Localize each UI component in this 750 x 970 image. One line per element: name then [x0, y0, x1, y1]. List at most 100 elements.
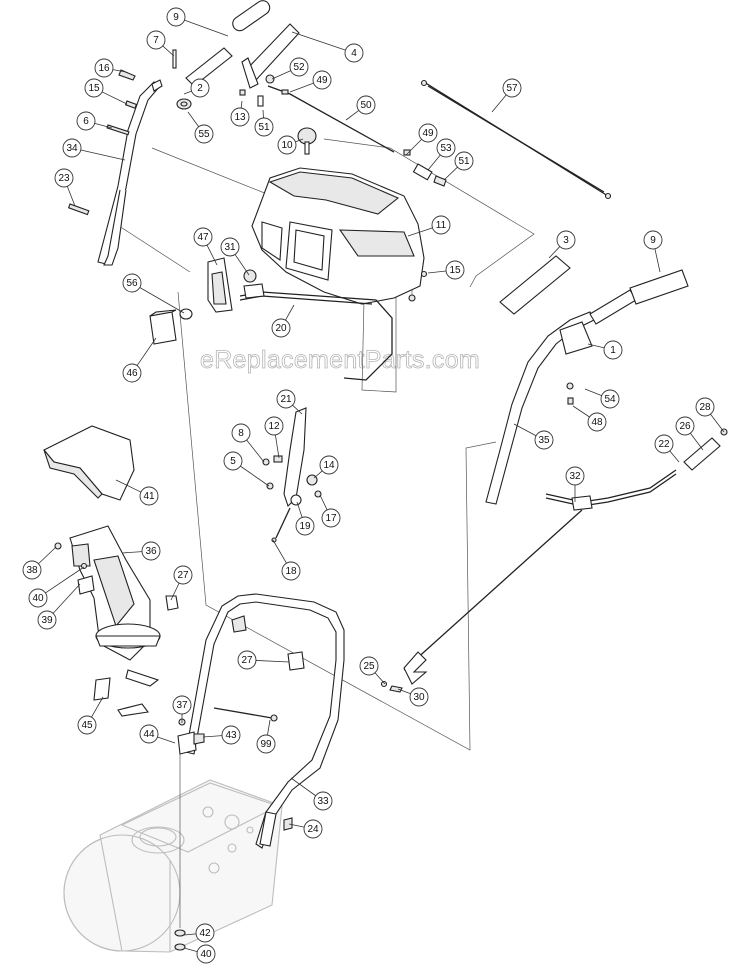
callout-leader-c43 [202, 735, 223, 738]
part-callout-c34: 34 [62, 138, 82, 158]
left-upper-handle [97, 79, 163, 266]
callout-number: 27 [241, 655, 253, 666]
part-callout-c26: 26 [675, 416, 695, 436]
callout-leaders [38, 19, 725, 953]
callout-leader-c21 [292, 404, 303, 415]
callout-number: 51 [458, 156, 470, 167]
callout-number: 38 [26, 565, 38, 576]
part-callout-c57: 57 [502, 78, 522, 98]
shift-bracket [262, 407, 322, 543]
callout-circle [139, 486, 159, 506]
rod-99-assembly [177, 707, 278, 755]
callout-circle [643, 230, 663, 250]
guide-lines [115, 138, 535, 928]
callout-circle [54, 168, 74, 188]
part-callout-c17: 17 [321, 508, 341, 528]
headlight [149, 308, 193, 345]
callout-number: 46 [126, 368, 138, 379]
callout-circle [603, 340, 623, 360]
callout-number: 18 [285, 566, 297, 577]
callout-circle [409, 687, 429, 707]
callout-circle [190, 78, 210, 98]
callout-circle [221, 725, 241, 745]
part-callout-c24: 24 [303, 819, 323, 839]
part-callout-c41: 41 [139, 486, 159, 506]
callout-number: 30 [413, 692, 425, 703]
callout-circle [271, 318, 291, 338]
control-panel [251, 127, 428, 305]
part-callout-c32: 32 [565, 466, 585, 486]
callout-circle [76, 111, 96, 131]
callout-circle [675, 416, 695, 436]
callout-leader-c22 [669, 450, 680, 463]
callout-circle [141, 541, 161, 561]
part-callout-c15b: 15 [445, 260, 465, 280]
callout-number: 10 [281, 140, 293, 151]
top-left-hardware [67, 49, 192, 216]
callout-leader-c17 [319, 494, 328, 511]
callout-leader-c52 [271, 70, 291, 80]
callout-number: 37 [176, 700, 188, 711]
callout-leader-c27b [255, 660, 290, 663]
part-callout-c23: 23 [54, 168, 74, 188]
part-callout-c30: 30 [409, 687, 429, 707]
callout-number: 21 [280, 394, 292, 405]
callout-number: 35 [538, 435, 550, 446]
callout-circle [281, 561, 301, 581]
part-callout-c51a: 51 [254, 117, 274, 137]
callout-number: 7 [153, 35, 159, 46]
callout-number: 57 [506, 83, 518, 94]
callout-leader-c51b [443, 166, 458, 181]
right-handle [485, 255, 689, 505]
part-callout-c21: 21 [276, 389, 296, 409]
callout-circle [172, 695, 192, 715]
callout-number: 14 [323, 460, 335, 471]
callout-number: 44 [143, 729, 155, 740]
callout-number: 23 [58, 173, 70, 184]
callout-leader-c31 [234, 254, 250, 276]
callout-circle [173, 565, 193, 585]
callout-leader-c9b [654, 248, 661, 273]
callout-circle [344, 43, 364, 63]
callout-circle [277, 135, 297, 155]
callout-leader-c42 [183, 933, 197, 936]
part-callout-c33: 33 [313, 791, 333, 811]
callout-number: 3 [563, 235, 569, 246]
callout-leader-c20 [285, 304, 295, 321]
callout-circle [77, 715, 97, 735]
callout-circle [264, 416, 284, 436]
chute-control-parts [207, 257, 393, 381]
callout-leader-c19 [296, 501, 303, 518]
callout-leader-c15a [101, 91, 128, 105]
part-callout-c5: 5 [223, 451, 243, 471]
callout-circle [223, 451, 243, 471]
part-callout-c36: 36 [141, 541, 161, 561]
part-callout-c7: 7 [146, 30, 166, 50]
part-callout-c47: 47 [193, 227, 213, 247]
callout-leader-c33 [290, 777, 316, 797]
callout-leader-c23 [66, 186, 76, 207]
callout-leader-c47 [206, 244, 218, 266]
callout-leader-c40a [45, 566, 85, 594]
callout-circle [122, 363, 142, 383]
callout-number: 53 [440, 143, 452, 154]
callout-leader-c50 [345, 110, 360, 121]
part-callout-c14: 14 [319, 455, 339, 475]
callout-number: 9 [173, 12, 179, 23]
callout-circle [321, 508, 341, 528]
callout-number: 1 [610, 345, 616, 356]
callout-leader-c15b [427, 270, 447, 274]
callout-circle [254, 117, 274, 137]
callout-number: 54 [604, 394, 616, 405]
callout-number: 5 [230, 456, 236, 467]
part-callout-c46: 46 [122, 363, 142, 383]
callout-leader-c25 [374, 672, 386, 685]
callout-circle [534, 430, 554, 450]
shift-rod [380, 428, 728, 693]
auger-housing-ghost [63, 779, 283, 953]
callout-number: 42 [199, 928, 211, 939]
callout-circle [139, 724, 159, 744]
callout-circle [220, 237, 240, 257]
callout-leader-c56 [139, 287, 185, 314]
